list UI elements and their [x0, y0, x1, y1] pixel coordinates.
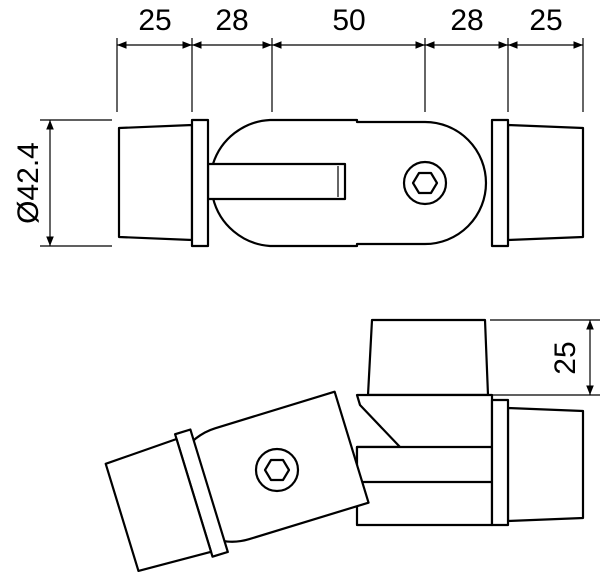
left-tube-lower [104, 437, 213, 572]
hex-socket-icon [411, 171, 439, 195]
slot [206, 162, 347, 201]
dim-label-1: 25 [138, 4, 171, 37]
top-tube [366, 318, 490, 397]
diameter-dimension [40, 119, 112, 247]
straight-joint-view [117, 118, 585, 248]
height-dimension [490, 319, 600, 396]
left-flange [190, 118, 210, 248]
dim-label-2: 28 [215, 4, 248, 37]
height-label: 25 [549, 341, 582, 374]
hinge-body [211, 118, 488, 248]
dim-label-5: 25 [529, 4, 562, 37]
right-flange-lower [490, 398, 510, 527]
right-tube-lower [506, 406, 585, 523]
slot-lower [355, 445, 494, 484]
dim-label-4: 28 [450, 4, 483, 37]
diameter-label: Ø42.4 [12, 142, 45, 224]
right-tube [506, 123, 585, 242]
dim-label-3: 50 [332, 4, 365, 37]
left-tube [117, 123, 194, 242]
right-flange [490, 118, 510, 248]
top-dimension-lines [116, 38, 584, 112]
hex-socket-icon-lower [263, 458, 291, 482]
angled-joint-view [104, 318, 585, 572]
